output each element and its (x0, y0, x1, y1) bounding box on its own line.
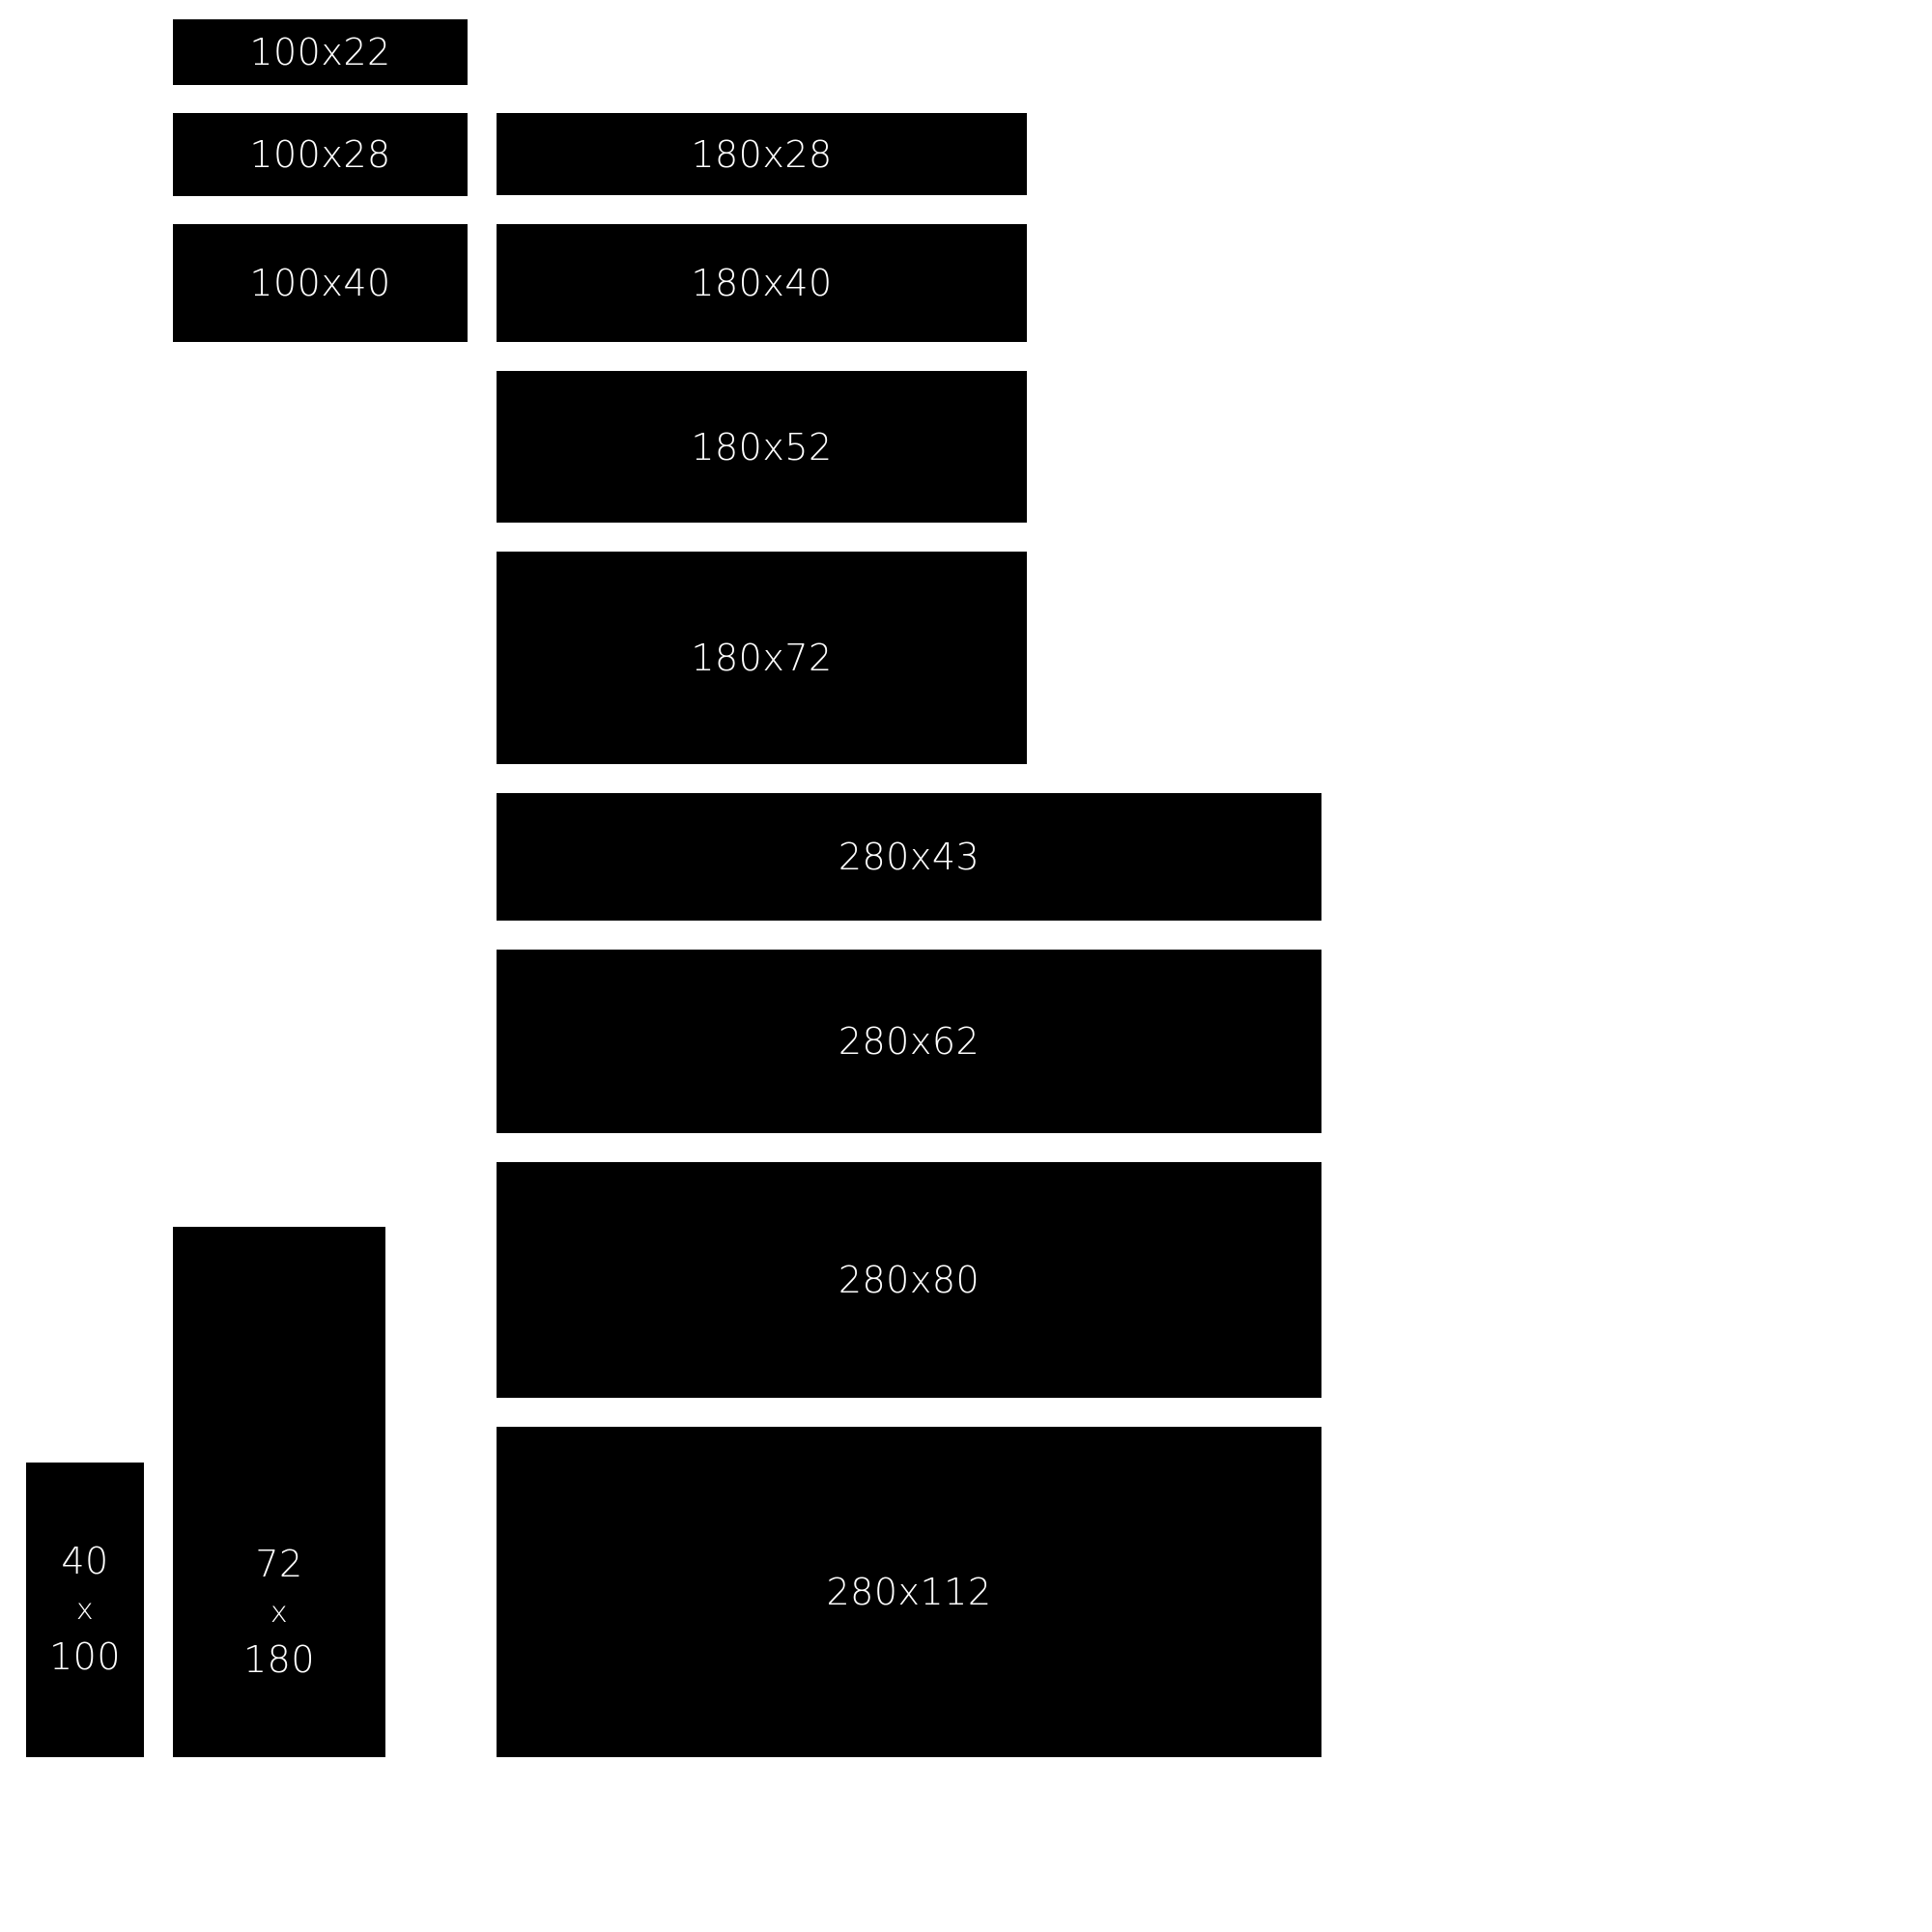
size-tile-label: 280x62 (838, 1020, 980, 1063)
size-tile-label: 280x43 (838, 836, 980, 878)
size-tile-label-height: 100 (48, 1635, 122, 1679)
size-tile-label: 280x80 (838, 1259, 980, 1301)
size-tile-72x180: 72 x 180 (173, 1227, 385, 1757)
size-tile-40x100: 40 x 100 (26, 1463, 144, 1757)
size-tile-100x40: 100x40 (173, 224, 468, 342)
size-tile-label: 180x40 (691, 262, 833, 304)
size-tile-280x80: 280x80 (497, 1162, 1321, 1398)
size-tile-280x62: 280x62 (497, 950, 1321, 1133)
size-tile-label: 180x72 (691, 637, 833, 679)
size-tile-label: 100x22 (249, 31, 391, 73)
size-tile-180x40: 180x40 (497, 224, 1027, 342)
size-tile-label-height: 180 (242, 1638, 316, 1682)
size-tile-100x28: 100x28 (173, 113, 468, 196)
size-tile-label-width: 40 (61, 1539, 109, 1582)
size-tile-280x112: 280x112 (497, 1427, 1321, 1757)
size-tile-180x28: 180x28 (497, 113, 1027, 195)
size-tile-label: 180x28 (691, 132, 833, 176)
size-tile-label-width: 72 (255, 1542, 303, 1585)
size-tile-100x22: 100x22 (173, 19, 468, 85)
size-tile-label-separator: x (270, 1595, 289, 1630)
size-tile-label-separator: x (75, 1592, 95, 1627)
size-tile-180x52: 180x52 (497, 371, 1027, 523)
size-tile-label: 280x112 (826, 1571, 992, 1613)
size-tile-label: 180x52 (691, 425, 833, 469)
size-tile-180x72: 180x72 (497, 552, 1027, 764)
size-tile-label: 100x40 (249, 262, 391, 304)
size-tile-label: 100x28 (249, 133, 391, 176)
size-tile-280x43: 280x43 (497, 793, 1321, 921)
